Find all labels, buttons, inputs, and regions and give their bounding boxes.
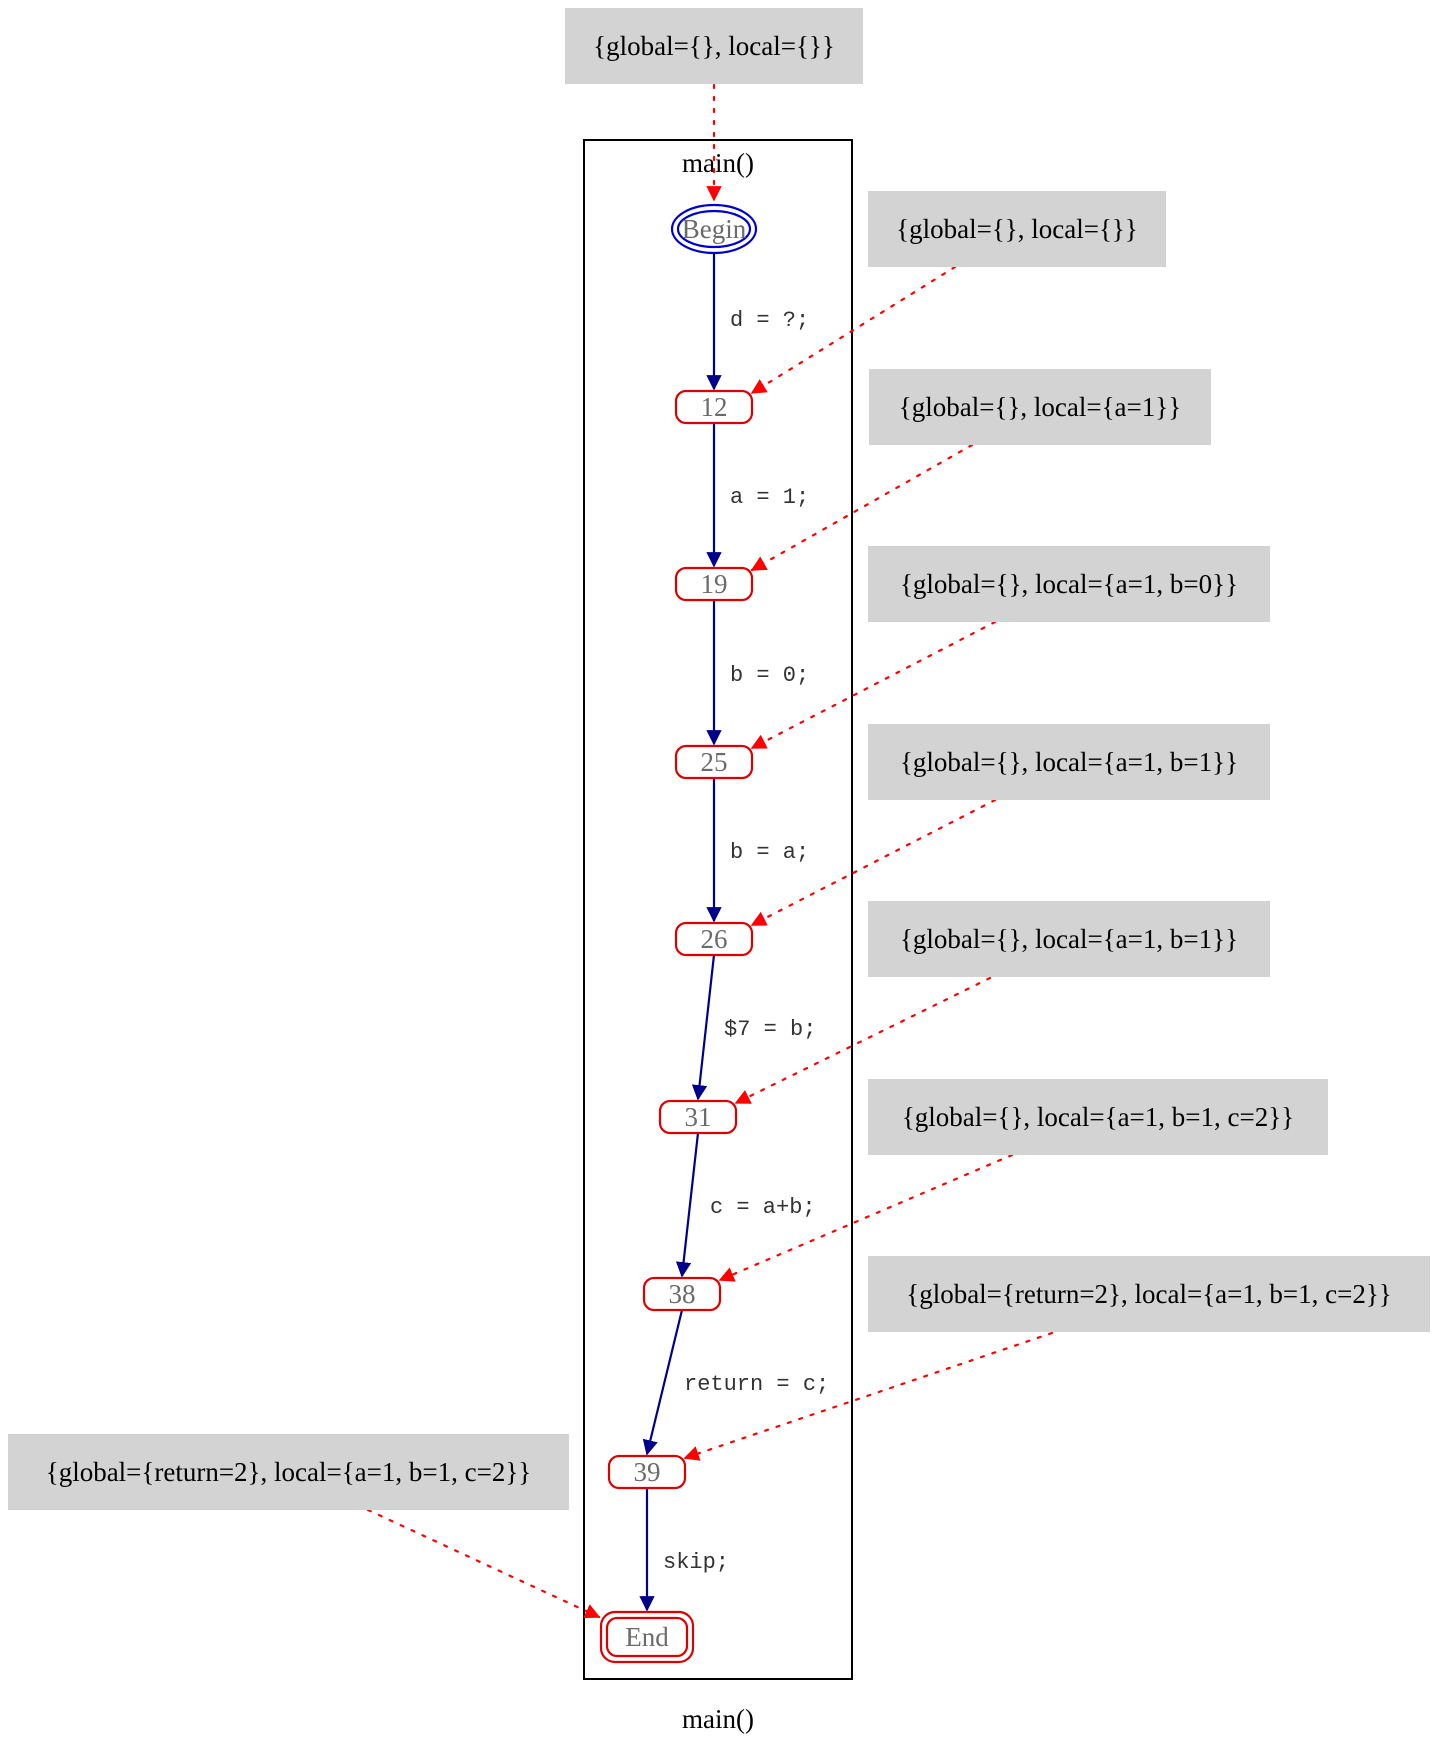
node-31: 31 xyxy=(658,1099,738,1135)
location-node-shape xyxy=(674,389,754,425)
node-label: 31 xyxy=(685,1102,712,1132)
edge-label: c = a+b; xyxy=(710,1195,816,1220)
location-node-shape xyxy=(607,1454,687,1490)
state-box xyxy=(868,1256,1430,1332)
state-box xyxy=(868,1079,1328,1155)
state-link-12 xyxy=(750,265,957,395)
begin-node-inner xyxy=(676,209,752,249)
node-begin: Begin xyxy=(670,203,758,255)
edge-label: d = ?; xyxy=(730,308,809,333)
control-edge-26-31 xyxy=(691,954,716,1101)
location-node-shape xyxy=(674,921,754,957)
edge-label: return = c; xyxy=(684,1372,829,1397)
state-box xyxy=(869,369,1211,445)
node-label: 19 xyxy=(701,569,728,599)
node-label: 12 xyxy=(701,392,728,422)
state-link-end xyxy=(366,1508,601,1619)
state-label: {global={}, local={a=1, b=1, c=2}} xyxy=(902,1102,1294,1132)
state-label: {global={return=2}, local={a=1, b=1, c=2… xyxy=(906,1279,1392,1309)
control-edge-38-39 xyxy=(642,1309,684,1456)
node-label: End xyxy=(625,1622,669,1652)
state-links xyxy=(366,265,1054,1619)
state-link-31 xyxy=(734,976,992,1105)
state-link-25 xyxy=(750,620,997,750)
location-node-shape xyxy=(658,1099,738,1135)
node-label: 25 xyxy=(701,747,728,777)
edge-label: skip; xyxy=(663,1550,729,1575)
edge-label: b = 0; xyxy=(730,663,809,688)
initial-state-label: {global={}, local={}} xyxy=(593,31,835,61)
function-cluster xyxy=(583,139,853,1680)
state-boxes: {global={}, local={}} {global={}, local={… xyxy=(8,191,1430,1510)
state-label: {global={}, local={}} xyxy=(896,214,1138,244)
edge-label: $7 = b; xyxy=(724,1017,816,1042)
control-edge-31-38 xyxy=(675,1132,700,1278)
node-label: 39 xyxy=(634,1457,661,1487)
node-end: End xyxy=(599,1610,695,1664)
state-label: {global={}, local={a=1}} xyxy=(899,392,1181,422)
cluster-title: main() xyxy=(682,148,754,178)
node-39: 39 xyxy=(607,1454,687,1490)
control-edges: d = ?; a = 1; b = 0; b = a; $7 = b; c = a+b; r… xyxy=(639,253,829,1612)
state-box xyxy=(868,724,1270,800)
state-link-26 xyxy=(750,798,997,927)
location-node-shape xyxy=(642,1276,722,1312)
state-label: {global={}, local={a=1, b=0}} xyxy=(900,569,1238,599)
edge-label: a = 1; xyxy=(730,485,809,510)
node-26: 26 xyxy=(674,921,754,957)
node-19: 19 xyxy=(674,566,754,602)
location-node-shape xyxy=(674,566,754,602)
end-node-inner xyxy=(605,1616,689,1658)
node-38: 38 xyxy=(642,1276,722,1312)
state-label: {global={}, local={a=1, b=1}} xyxy=(900,924,1238,954)
node-label: 26 xyxy=(701,924,728,954)
state-box xyxy=(8,1434,569,1510)
location-node-shape xyxy=(674,744,754,780)
node-label: 38 xyxy=(669,1279,696,1309)
footer-label: main() xyxy=(682,1704,754,1734)
state-label: {global={}, local={a=1, b=1}} xyxy=(900,747,1238,777)
state-link-39 xyxy=(683,1331,1054,1461)
edge-label: b = a; xyxy=(730,840,809,865)
state-label: {global={return=2}, local={a=1, b=1, c=2… xyxy=(46,1457,532,1487)
initial-state-box xyxy=(565,8,863,84)
node-12: 12 xyxy=(674,389,754,425)
node-label: Begin xyxy=(682,214,747,244)
state-box xyxy=(868,546,1270,622)
state-link-38 xyxy=(718,1153,1014,1282)
node-25: 25 xyxy=(674,744,754,780)
state-box xyxy=(868,901,1270,977)
state-box xyxy=(868,191,1166,267)
